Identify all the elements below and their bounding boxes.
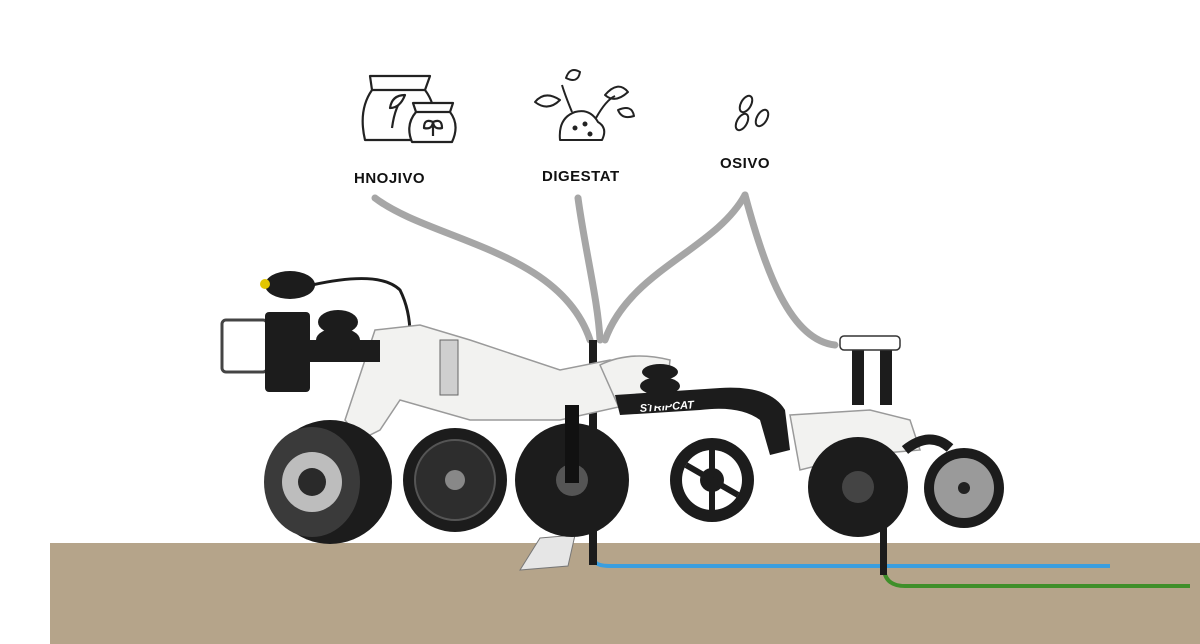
hydraulic-accumulator	[260, 271, 412, 336]
air-springs	[640, 364, 680, 406]
digestate-plant-icon	[534, 69, 635, 141]
seed-hose-right	[741, 191, 839, 349]
seed-hose-left	[601, 191, 749, 344]
seed-unit-tubes	[839, 335, 901, 405]
front-hitch	[220, 310, 380, 392]
front-gauge-wheel	[264, 420, 392, 544]
fertilizer-bags-icon	[361, 74, 457, 144]
seeds-icon	[734, 94, 770, 132]
cutting-disc	[515, 405, 629, 537]
seed-label: OSIVO	[720, 155, 771, 172]
spring-assembly	[439, 339, 459, 396]
fertilizer-hose	[371, 194, 594, 344]
notched-coulter	[403, 428, 507, 532]
digestate-label: DIGESTAT	[542, 168, 620, 185]
soil-ground	[50, 543, 1200, 644]
press-wheel	[670, 438, 754, 522]
seed-drive-wheel	[808, 437, 908, 537]
digestate-hose	[574, 194, 604, 344]
fertilizer-label: HNOJIVO	[354, 170, 426, 187]
supply-hoses	[371, 191, 839, 349]
closing-wheel	[901, 434, 1004, 528]
